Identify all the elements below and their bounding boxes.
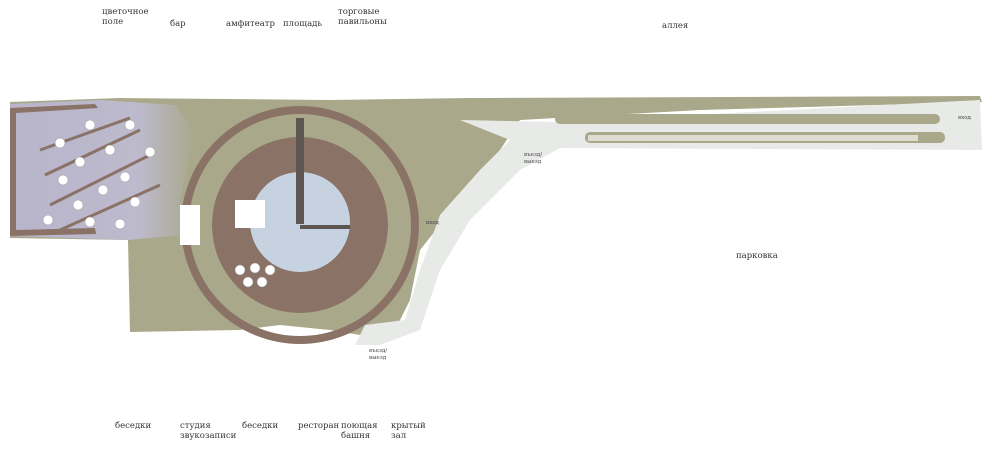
- garden-diagonal-path-1: [39, 116, 131, 152]
- parking-stalls: [588, 135, 918, 141]
- gazebo: [57, 174, 69, 186]
- label-covered-hall: крытый зал: [391, 421, 426, 441]
- tower-axis: [296, 118, 304, 224]
- gazebo: [72, 199, 84, 211]
- tower-axis-horizontal: [300, 225, 350, 229]
- gazebo: [74, 156, 86, 168]
- label-rotating-tower: поющая башня: [341, 421, 378, 441]
- entry-exit-label-top: въезд/ выезд: [524, 152, 543, 165]
- gazebo: [54, 137, 66, 149]
- gazebo: [129, 196, 141, 208]
- entrance-label-mid: вход: [426, 220, 439, 226]
- label-square: площадь: [283, 19, 323, 29]
- label-alley: аллея: [662, 21, 689, 31]
- restaurant-gazebos: [234, 262, 276, 288]
- label-parking: парковка: [736, 251, 778, 261]
- label-amphitheater: амфитеатр: [226, 19, 275, 29]
- entrance-label-right: вход: [958, 115, 971, 121]
- gazebo: [144, 146, 156, 158]
- garden-diagonal-path-3: [49, 153, 151, 207]
- gazebo: [84, 216, 96, 228]
- gazebo: [104, 144, 116, 156]
- alley-strip: [555, 114, 940, 124]
- label-flower-field: цветочное поле: [102, 7, 149, 27]
- access-road: [355, 100, 982, 345]
- entry-exit-label-bottom: въезд/ выезд: [369, 348, 388, 361]
- gazebo: [114, 218, 126, 230]
- label-pavilions-center: беседки: [242, 421, 279, 431]
- gazebo: [124, 119, 136, 131]
- bar-building: [235, 200, 265, 228]
- gazebo: [84, 119, 96, 131]
- gazebo: [97, 184, 109, 196]
- flower-garden: [10, 100, 195, 240]
- label-bar: бар: [170, 19, 186, 29]
- label-restaurant: ресторан: [298, 421, 340, 431]
- gazebo: [119, 171, 131, 183]
- label-recording-studio: студия звукозаписи: [180, 421, 237, 441]
- label-trade-pavilions: торговые павильоны: [338, 7, 387, 27]
- garden-gazebos: [42, 119, 156, 230]
- gazebo: [42, 214, 54, 226]
- label-pavilions-left: беседки: [115, 421, 152, 431]
- studio-building: [180, 205, 200, 245]
- garden-diagonal-path-4: [59, 183, 161, 232]
- garden-diagonal-path-2: [44, 128, 141, 177]
